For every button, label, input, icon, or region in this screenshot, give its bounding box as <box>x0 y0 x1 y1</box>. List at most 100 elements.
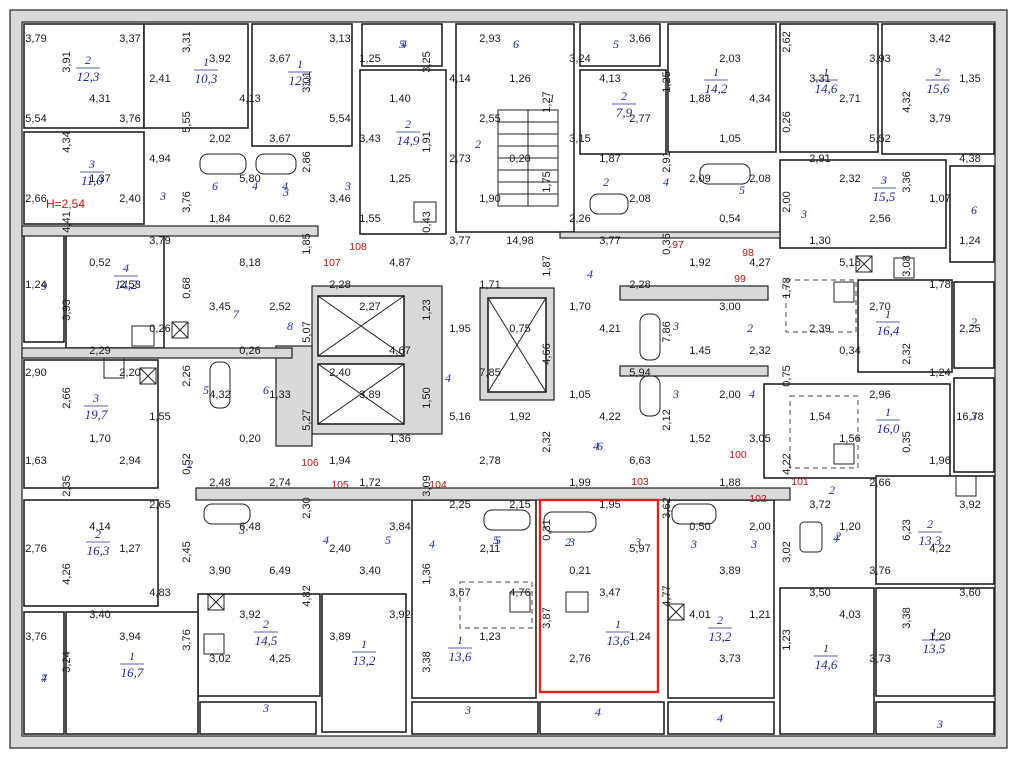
dimension-label: 1,36 <box>421 563 433 584</box>
dimension-label: 1,84 <box>209 213 230 225</box>
dimension-label: 1,36 <box>389 433 410 445</box>
room-index: 4 <box>41 671 47 685</box>
room-area: 13,2 <box>709 629 732 644</box>
dimension-label: 4,87 <box>389 257 410 269</box>
room-number: 1 <box>203 55 209 69</box>
dimension-label: 4,94 <box>149 153 170 165</box>
dimension-label: 2,73 <box>449 153 470 165</box>
dimension-label: 1,27 <box>119 543 140 555</box>
dimension-label: 4,22 <box>781 453 793 474</box>
dimension-label: 5,94 <box>629 367 650 379</box>
dimension-label: 3,77 <box>599 235 620 247</box>
room-index: 4 <box>717 711 723 725</box>
dimension-label: 2,25 <box>959 323 980 335</box>
dimension-label: 16,78 <box>956 411 984 423</box>
dimension-label: 3,31 <box>809 73 830 85</box>
dimension-label: 2,11 <box>480 543 501 555</box>
room-area: 13,6 <box>449 649 472 664</box>
room-index: 3 <box>634 535 641 549</box>
highlighted-apartment[interactable] <box>538 498 660 694</box>
dimension-label: 3,31 <box>181 31 193 52</box>
dimension-label: 2,12 <box>661 409 673 430</box>
dimension-label: 2,32 <box>839 173 860 185</box>
dimension-label: 1,05 <box>569 389 590 401</box>
dimension-label: 2,56 <box>869 213 890 225</box>
dimension-label: 4,34 <box>61 131 73 152</box>
dimension-label: 2,71 <box>839 93 860 105</box>
dimension-label: 1,54 <box>809 411 830 423</box>
staircase <box>497 109 559 207</box>
dimension-label: 1,07 <box>929 193 950 205</box>
dimension-label: 0,26 <box>149 323 170 335</box>
dimension-label: 0,62 <box>269 213 290 225</box>
dimension-label: 3,37 <box>119 33 140 45</box>
room-label-r15: 216,3 <box>86 527 110 558</box>
room-label-r19: 116,7 <box>120 649 144 680</box>
room-number: 1 <box>361 637 367 651</box>
room-label-r2: 110,3 <box>194 55 218 86</box>
dimension-label: 1,72 <box>359 477 380 489</box>
room-index: 3 <box>282 185 289 199</box>
apartment-number: 97 <box>672 239 684 251</box>
dimension-label: 0,50 <box>689 521 710 533</box>
dimension-label: 3,92 <box>389 609 410 621</box>
dimension-label: 2,66 <box>869 477 890 489</box>
room-area: 15,5 <box>873 189 896 204</box>
dimension-label: 3,76 <box>181 629 193 650</box>
dimension-label: 3,92 <box>959 499 980 511</box>
room-number: 1 <box>931 625 937 639</box>
room-index: 3 <box>344 179 351 193</box>
room-area: 19,7 <box>85 407 108 422</box>
dimension-label: 5,54 <box>329 113 350 125</box>
dimension-label: 3,89 <box>329 631 350 643</box>
dimension-label: 3,02 <box>781 541 793 562</box>
dimension-label: 1,25 <box>389 173 410 185</box>
dimension-label: 3,15 <box>569 133 590 145</box>
dimension-label: 1,85 <box>301 233 313 254</box>
room-number: 1 <box>885 307 891 321</box>
dimension-label: 5,54 <box>25 113 46 125</box>
room-index: 2 <box>971 315 977 329</box>
dimension-label: 1,24 <box>959 235 980 247</box>
dimension-label: 2,25 <box>449 499 470 511</box>
dimension-label: 1,20 <box>839 521 860 533</box>
dimension-label: 3,24 <box>61 651 73 672</box>
dimension-label: 1,35 <box>959 73 980 85</box>
room-outlines <box>23 23 995 735</box>
dimension-label: 5,80 <box>239 173 260 185</box>
dimension-label: 2,20 <box>119 367 140 379</box>
dimension-label: 2,02 <box>209 133 230 145</box>
dimension-label: 4,32 <box>209 389 230 401</box>
dimension-label: 3,93 <box>61 299 73 320</box>
dimension-label: 1,21 <box>749 609 770 621</box>
room-index: 4 <box>282 179 288 193</box>
dimension-label: 0,43 <box>421 211 433 232</box>
dimension-label: 3,62 <box>661 497 673 518</box>
dimension-label: 3,76 <box>25 631 46 643</box>
dimension-label: 1,52 <box>689 433 710 445</box>
dimension-label: 3,90 <box>209 565 230 577</box>
dimension-label: 3,01 <box>301 71 313 92</box>
dimension-label: 1,05 <box>719 133 740 145</box>
dimension-label: 1,94 <box>329 455 350 467</box>
dimension-label: 5,18 <box>839 257 860 269</box>
dimension-label: 0,75 <box>781 365 793 386</box>
room-number: 1 <box>129 649 135 663</box>
room-index: 3 <box>159 189 166 203</box>
dimension-label: 4,77 <box>661 585 673 606</box>
room-index: 4 <box>587 267 593 281</box>
room-number: 1 <box>823 65 829 79</box>
room-label-r18: 113,2 <box>352 637 376 668</box>
dimension-label: 2,86 <box>301 151 313 172</box>
room-label-r12: 116,4 <box>876 307 900 338</box>
room-number: 1 <box>457 633 463 647</box>
room-index: 4 <box>595 705 601 719</box>
room-index: 2 <box>829 483 835 497</box>
dimension-label: 3,38 <box>901 607 913 628</box>
dimension-label: 3,60 <box>959 587 980 599</box>
dimension-label: 1,99 <box>569 477 590 489</box>
dimension-label: 7,85 <box>479 367 500 379</box>
dimension-label: 1,88 <box>689 93 710 105</box>
dimension-label: 3,92 <box>239 609 260 621</box>
dimension-label: 1,24 <box>629 631 650 643</box>
